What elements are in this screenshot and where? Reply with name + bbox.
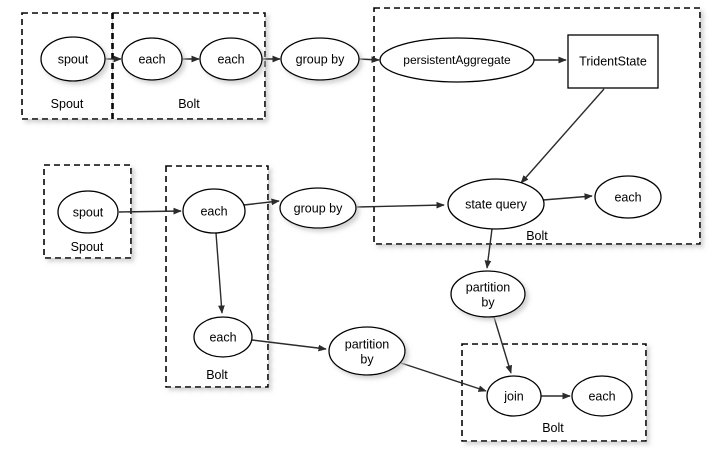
edge-groupby2-statequery [356, 201, 445, 209]
node-each-3[interactable]: each [182, 188, 246, 234]
node-label-partition-by-2-line1: partition [345, 337, 390, 351]
node-label-persistent-aggregate: persistentAggregate [403, 53, 511, 67]
edge-groupby1-persistent [358, 56, 380, 63]
node-spout-1[interactable]: spout [40, 36, 106, 82]
node-label-partition-by-2-line2: by [360, 352, 374, 366]
node-label-trident-state: TridentState [579, 54, 647, 68]
edge-each3-each5 [215, 232, 225, 314]
node-partition-by-2[interactable]: partition by [328, 326, 406, 376]
node-each-6[interactable]: each [571, 375, 633, 417]
node-spout-2[interactable]: spout [57, 190, 119, 234]
node-join[interactable]: join [486, 375, 542, 417]
edge-partitionby2-join [397, 361, 487, 392]
group-label-bolt-join: Bolt [542, 421, 564, 435]
node-each-4[interactable]: each [594, 175, 662, 219]
node-each-5[interactable]: each [193, 316, 253, 358]
edge-spout2-each3 [118, 207, 182, 215]
group-label-bolt-1: Bolt [178, 97, 200, 111]
node-label-each-5: each [209, 330, 236, 344]
node-label-partition-by-1-line2: by [481, 295, 495, 309]
node-label-join: join [503, 389, 524, 403]
edge-each5-partitionby2 [251, 339, 327, 352]
node-label-each-1: each [138, 52, 165, 66]
node-state-query[interactable]: state query [447, 178, 545, 230]
node-label-each-3: each [200, 204, 227, 218]
node-trident-state[interactable]: TridentState [567, 34, 659, 89]
node-label-group-by-2: group by [294, 201, 343, 215]
node-each-1[interactable]: each [121, 37, 183, 81]
node-group-by-1[interactable]: group by [280, 37, 360, 81]
edge-each3-groupby2 [243, 198, 280, 206]
edge-statequery-each4 [542, 193, 593, 201]
group-label-spout-1: Spout [51, 97, 84, 111]
node-label-each-2: each [217, 52, 244, 66]
group-label-bolt-state: Bolt [526, 229, 548, 243]
edge-partitionby1-join [493, 316, 513, 374]
edge-statequery-partitionby1 [484, 228, 493, 269]
node-persistent-aggregate[interactable]: persistentAggregate [379, 37, 535, 83]
group-label-bolt-2: Bolt [206, 368, 228, 382]
node-label-spout-1: spout [58, 52, 89, 66]
node-label-group-by-1: group by [296, 52, 345, 66]
node-group-by-2[interactable]: group by [279, 187, 357, 229]
node-each-2[interactable]: each [199, 37, 263, 81]
node-label-partition-by-1-line1: partition [466, 280, 511, 294]
node-label-spout-2: spout [73, 205, 104, 219]
edges-layer [105, 55, 605, 400]
group-label-spout-2: Spout [71, 240, 104, 254]
node-partition-by-1[interactable]: partition by [450, 270, 526, 318]
node-label-each-4: each [614, 190, 641, 204]
node-label-state-query: state query [465, 197, 528, 211]
node-label-each-6: each [588, 389, 615, 403]
edge-tridentstate-statequery [520, 88, 605, 184]
